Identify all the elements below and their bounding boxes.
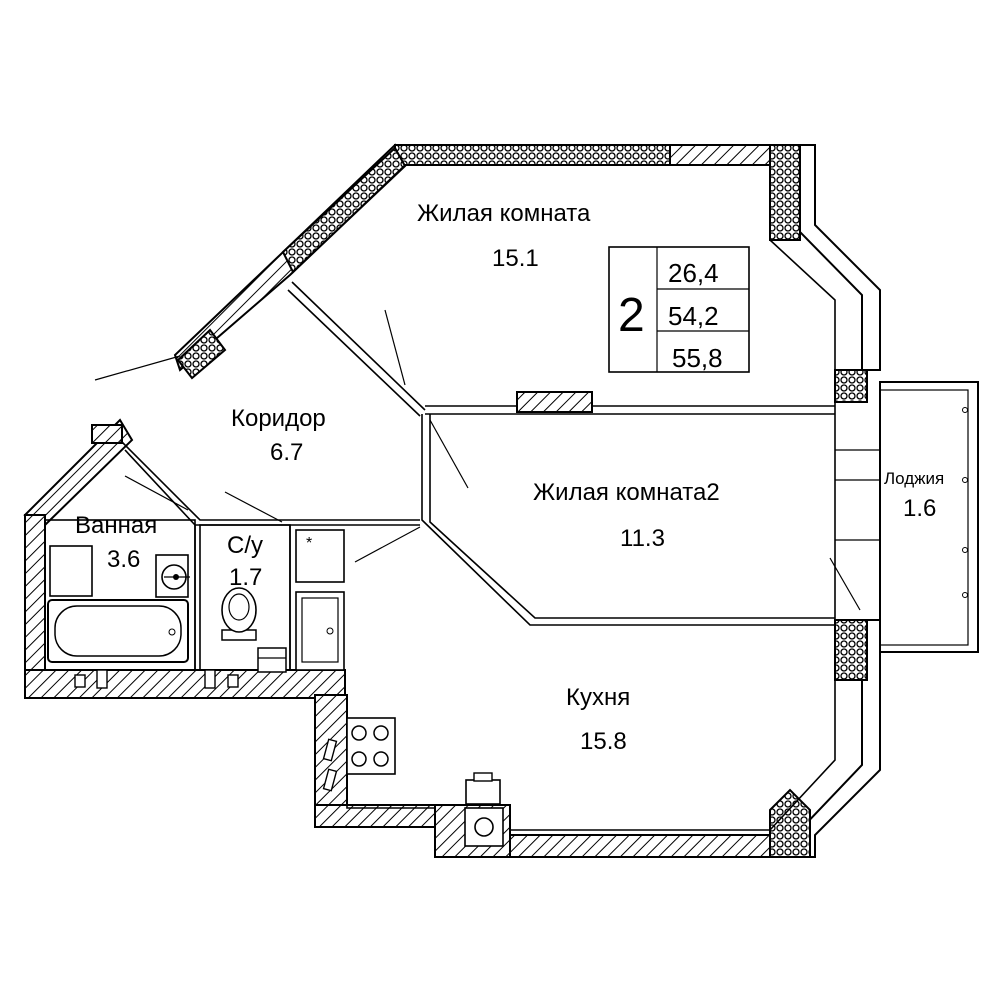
fridge-mark: * [306,535,312,552]
brick-column-bottom-right [769,788,811,858]
loggia-outline [879,381,979,653]
wall-right-bay-top [799,144,881,371]
fridge [295,529,345,583]
loggia-inner [879,389,969,646]
room-kitchen-name: Кухня [566,684,630,711]
outer-walls [23,143,881,858]
brick-column-top [769,144,801,241]
vent-shaft [464,807,504,847]
total-area-value: 54,2 [668,301,719,331]
rooms-count: 2 [618,289,645,342]
room-bathroom-name: Ванная [75,512,157,539]
room-corridor-name: Коридор [231,405,326,432]
wall-bottom-left [24,669,346,699]
washing-machine [49,545,93,597]
total-with-loggia-value: 55,8 [672,343,723,373]
brick-column-diag [281,146,407,274]
stove [346,717,396,775]
living-area-value: 26,4 [668,258,719,288]
room-loggia-area: 1.6 [903,495,936,522]
room-kitchen-area: 15.8 [580,728,627,755]
room-living2-name: Жилая комната2 [533,479,720,506]
area-table-frame [608,246,750,373]
wc-shaft [257,647,287,673]
room-living2-area: 11.3 [620,525,665,552]
kitchen-sink-bowl [301,597,339,663]
interior-walls [44,164,880,831]
bath-sink [155,554,189,598]
bathtub-inner [54,605,182,657]
brick-column-right-mid [834,369,868,403]
wall-left [24,514,46,696]
area-table: 2 26,4 54,2 55,8 [608,246,750,373]
room-corridor-area: 6.7 [270,439,303,466]
room-toilet-area: 1.7 [229,564,262,591]
loggia [879,381,979,653]
bathtub [47,599,189,663]
room-labels: Жилая комната 15.1 Коридор 6.7 Жилая ком… [75,200,944,755]
hatch-partition [516,391,593,413]
kitchen-sink [295,591,345,671]
room-living1-name: Жилая комната [417,200,591,227]
brick-column-left [176,328,227,380]
room-loggia-name: Лоджия [884,469,944,488]
room-toilet-name: С/у [227,532,263,559]
fixtures: * [47,529,504,847]
brick-column-right-low [834,619,868,681]
room-bathroom-area: 3.6 [107,546,140,573]
brick-column-bath [91,424,123,444]
brick-column-top-left [394,144,671,166]
room-living1-area: 15.1 [492,245,539,272]
boiler-cap [473,772,493,782]
boiler [465,779,501,805]
